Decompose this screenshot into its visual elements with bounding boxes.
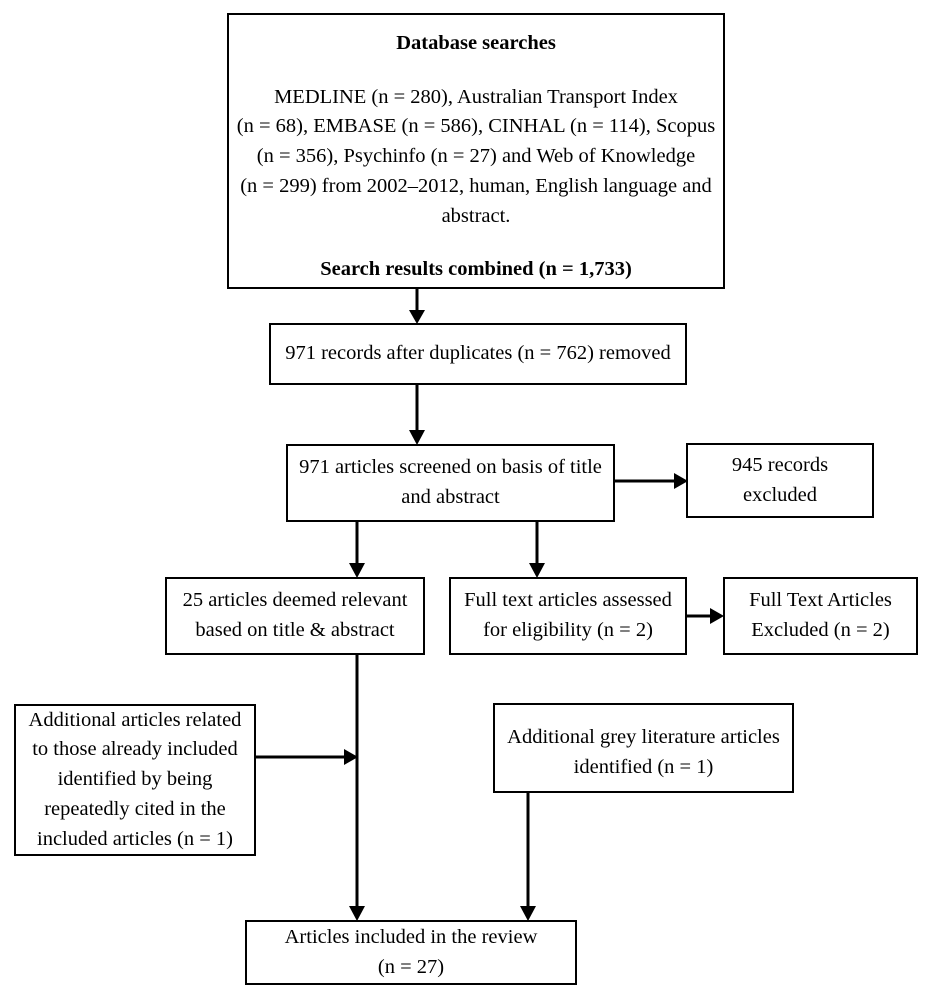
full-text-assessed-line-1: Full text articles assessed [464,589,672,612]
arrow-head-duplicates-to-screened [409,430,425,445]
articles-screened-line-1: 971 articles screened on basis of title [299,456,602,479]
articles-screened-line-2: and abstract [401,486,500,508]
database-searches-line-1: MEDLINE (n = 280), Australian Transport … [274,85,678,108]
articles-included-line-2: (n = 27) [377,955,445,978]
additional-articles-related-line-2: to those already included [32,738,238,761]
arrow-head-fulltext-to-fulltextexcluded [710,608,724,624]
database-searches-line-5: abstract. [441,204,511,227]
articles-deemed-relevant-line-1: 25 articles deemed relevant [182,589,408,612]
records-excluded-line-2: excluded [743,483,817,506]
search-results-combined: Search results combined (n = 1,733) [320,258,632,281]
full-text-assessed-line-2: for eligibility (n = 2) [483,619,653,641]
box-articles-deemed-relevant: 25 articles deemed relevant based on tit… [165,577,425,655]
box-articles-included: Articles included in the review (n = 27) [245,920,577,985]
box-full-text-excluded: Full Text Articles Excluded (n = 2) [723,577,918,655]
arrow-head-searches-to-duplicates [409,310,425,324]
arrow-head-screened-to-relevant [349,563,365,578]
arrow-head-relevant-to-included [349,906,365,921]
box-articles-screened: 971 articles screened on basis of title … [286,444,615,522]
full-text-excluded-line-2: Excluded (n = 2) [751,619,890,641]
database-searches-line-3: (n = 356), Psychinfo (n = 27) and Web of… [256,145,696,168]
additional-articles-related-line-3: identified by being [57,768,213,791]
articles-deemed-relevant-line-2: based on title & abstract [195,619,395,641]
box-additional-articles-related: Additional articles related to those alr… [14,704,256,856]
articles-included-line-1: Articles included in the review [284,925,538,948]
duplicates-removed-line-1: 971 records after duplicates (n = 762) r… [285,342,671,365]
additional-grey-literature-line-2: identified (n = 1) [573,755,714,778]
box-database-searches: Database searches MEDLINE (n = 280), Aus… [227,13,725,289]
database-searches-line-4: (n = 299) from 2002–2012, human, English… [240,174,712,197]
arrow-head-grey-to-included [520,906,536,921]
additional-grey-literature-line-1: Additional grey literature articles [507,726,780,748]
records-excluded-line-1: 945 records [731,453,829,476]
additional-articles-related-line-4: repeatedly cited in the [44,797,226,820]
box-additional-grey-literature: Additional grey literature articles iden… [493,703,794,793]
arrow-head-additional-to-mainline [344,749,358,765]
database-searches-heading: Database searches [396,32,556,54]
box-full-text-assessed: Full text articles assessed for eligibil… [449,577,687,655]
arrow-head-screened-to-fulltext [529,563,545,578]
box-records-excluded: 945 records excluded [686,443,874,518]
database-searches-line-2: (n = 68), EMBASE (n = 586), CINHAL (n = … [236,115,716,138]
full-text-excluded-line-1: Full Text Articles [749,589,892,612]
box-duplicates-removed: 971 records after duplicates (n = 762) r… [269,323,687,385]
additional-articles-related-line-1: Additional articles related [28,708,242,731]
additional-articles-related-line-5: included articles (n = 1) [37,827,233,850]
